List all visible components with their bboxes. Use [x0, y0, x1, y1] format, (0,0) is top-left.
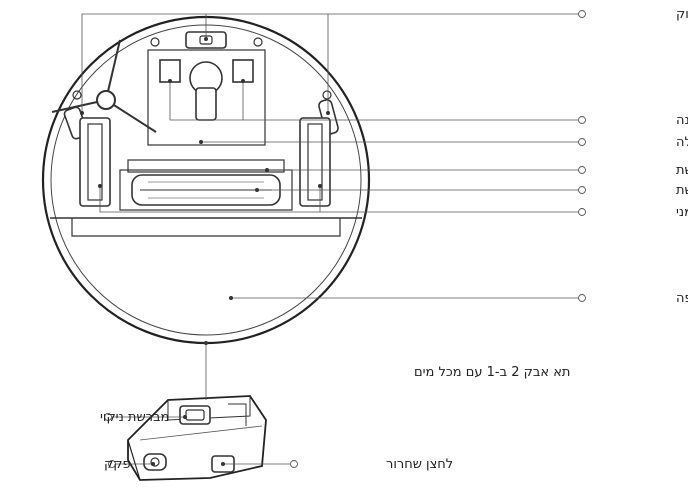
robot-body: [41, 15, 371, 345]
label-dust-bin: תא אבק 2 ב-1 עם מכל מים: [414, 365, 570, 380]
callouts: [80, 10, 586, 468]
label-cliff-sensors: חיישני מצוק: [676, 7, 688, 22]
label-release-button: לחצן שחרור: [386, 457, 453, 472]
label-battery-compartment: תא הסוללה: [676, 135, 688, 150]
dust-bin-illustration: [127, 395, 267, 481]
label-brush: מברשת: [676, 183, 688, 198]
label-brush-cover: כיסוי מברשת: [676, 163, 688, 178]
label-wheels: גלגל שמאלי/גלגל ימני: [676, 205, 688, 220]
label-charging-contacts: מגעי טעינה: [676, 113, 688, 128]
labels: חיישני מצוק מגעי טעינה תא הסוללה כיסוי מ…: [100, 7, 688, 472]
label-mop-tank: מכלול כרית שטיפה: [676, 291, 688, 306]
label-plug: פקק: [104, 457, 131, 472]
label-cleaning-brush: מברשת ניקוי: [100, 410, 169, 425]
